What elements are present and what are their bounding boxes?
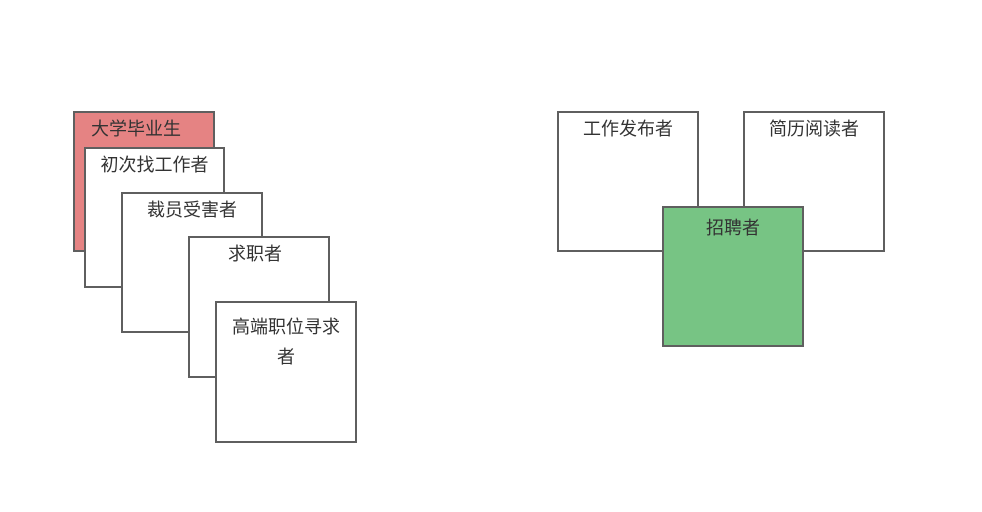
card-label: 裁员受害者 (147, 200, 237, 221)
card-label: 高端职位寻求者 (232, 317, 340, 368)
card-label: 初次找工作者 (100, 155, 209, 176)
card-label: 工作发布者 (583, 119, 673, 140)
card-label: 大学毕业生 (91, 119, 181, 140)
card-recruiter: 招聘者 (662, 206, 804, 347)
card-executive-seeker: 高端职位寻求者 (215, 301, 357, 443)
card-label: 招聘者 (706, 218, 760, 239)
card-label: 简历阅读者 (769, 119, 859, 140)
card-label: 求职者 (228, 244, 282, 265)
